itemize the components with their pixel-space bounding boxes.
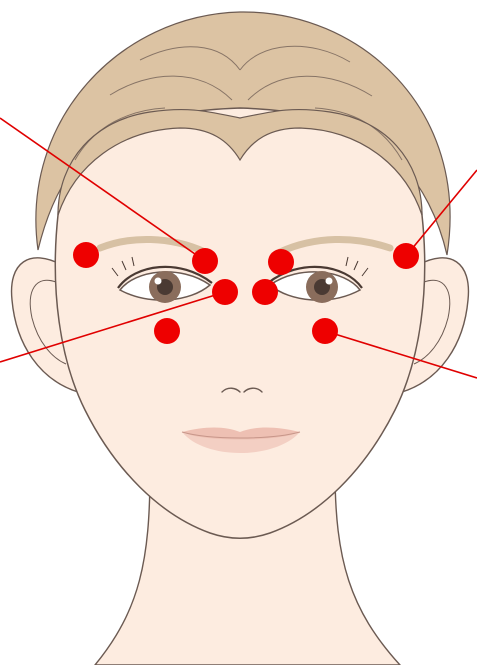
pressure-point-temple-left bbox=[393, 243, 419, 269]
pressure-point-nose-bridge-left bbox=[252, 279, 278, 305]
pressure-point-cheek-left bbox=[312, 318, 338, 344]
pressure-point-brow-inner-left bbox=[268, 249, 294, 275]
pressure-point-cheek-right bbox=[154, 318, 180, 344]
pressure-point-nose-bridge-right bbox=[212, 279, 238, 305]
pressure-point-temple-right bbox=[73, 242, 99, 268]
face-outline bbox=[55, 108, 424, 538]
pressure-point-brow-inner-right bbox=[192, 248, 218, 274]
